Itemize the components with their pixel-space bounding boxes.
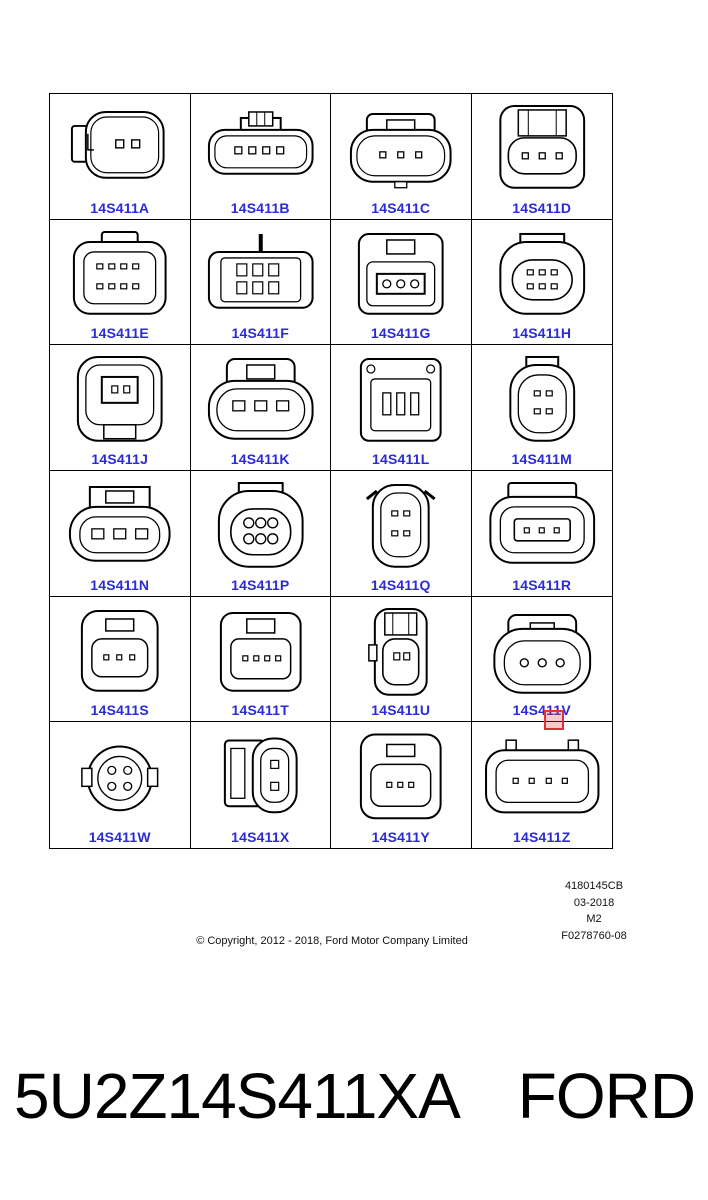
connector-label: 14S411Z [513, 828, 571, 845]
connector-label: 14S411Y [371, 828, 430, 845]
connector-cell-z[interactable]: 14S411Z [472, 722, 613, 848]
connector-r-icon [488, 481, 595, 564]
connector-cell-v[interactable]: 14S411V [471, 597, 612, 723]
connector-cell-c[interactable]: 14S411C [331, 94, 472, 220]
connector-label: 14S411H [512, 325, 572, 342]
connector-k-icon [207, 358, 314, 441]
connector-h-icon [498, 232, 585, 315]
connector-label: 14S411K [230, 450, 290, 467]
connector-label: 14S411B [230, 199, 290, 216]
connector-w-icon [81, 745, 159, 812]
connector-u-icon [368, 607, 428, 696]
connector-label: 14S411N [90, 576, 150, 593]
connector-label: 14S411W [88, 828, 151, 845]
connector-q-icon [365, 483, 436, 568]
connector-label: 14S411S [90, 702, 149, 719]
connector-c-icon [349, 112, 452, 189]
connector-cell-p[interactable]: 14S411P [190, 470, 331, 597]
connector-label: 14S411E [90, 325, 149, 342]
doc-date: 03-2018 [573, 896, 615, 909]
selection-highlight-marker [544, 710, 564, 730]
connector-g-icon [357, 232, 444, 315]
part-number: 5U2Z14S411XA [14, 1060, 461, 1132]
connector-cell-r[interactable]: 14S411R [471, 471, 612, 597]
document-info: 4180145CB 03-2018 M2 F0278760-08 [540, 878, 648, 944]
brand-name: FORD [517, 1060, 696, 1132]
connector-cell-d[interactable]: 14S411D [471, 94, 612, 220]
connector-label: 14S411M [511, 450, 573, 467]
doc-reference: F0278760-08 [561, 929, 627, 942]
connector-x-icon [223, 737, 298, 814]
connector-e-icon [72, 230, 167, 315]
connector-label: 14S411Q [370, 576, 431, 593]
connector-cell-m[interactable]: 14S411M [471, 345, 612, 471]
connector-label: 14S411G [370, 325, 431, 342]
connector-cell-g[interactable]: 14S411G [331, 219, 472, 346]
connector-cell-h[interactable]: 14S411H [471, 220, 612, 346]
connector-label: 14S411L [372, 450, 430, 467]
connector-n-icon [68, 485, 171, 562]
connector-label: 14S411C [371, 199, 431, 216]
connector-v-icon [492, 613, 591, 694]
connector-cell-q[interactable]: 14S411Q [331, 470, 472, 597]
connector-y-icon [359, 733, 442, 820]
copyright-notice: © Copyright, 2012 - 2018, Ford Motor Com… [196, 935, 468, 947]
connector-cell-w[interactable]: 14S411W [50, 722, 191, 848]
connector-cell-n[interactable]: 14S411N [50, 470, 191, 597]
connector-cell-t[interactable]: 14S411T [190, 596, 331, 723]
connector-s-icon [80, 609, 159, 692]
connector-f-icon [207, 233, 314, 309]
connector-l-icon [359, 358, 442, 443]
connector-cell-x[interactable]: 14S411X [191, 722, 331, 848]
connector-b-icon [207, 111, 314, 175]
connector-cell-f[interactable]: 14S411F [190, 219, 331, 346]
connector-m-icon [508, 356, 575, 443]
connector-cell-y[interactable]: 14S411Y [331, 722, 472, 848]
connector-label: 14S411A [90, 199, 150, 216]
connector-grid: 14S411A 14S411B 14S411C [49, 93, 613, 849]
connector-label: 14S411P [231, 576, 290, 593]
connector-label: 14S411R [512, 576, 572, 593]
connector-z-icon [484, 739, 599, 814]
connector-label: 14S411U [371, 702, 431, 719]
connector-label: 14S411F [231, 325, 289, 342]
connector-cell-b[interactable]: 14S411B [190, 94, 331, 220]
connector-t-icon [219, 611, 302, 692]
connector-cell-u[interactable]: 14S411U [331, 596, 472, 723]
connector-a-icon [70, 110, 165, 179]
connector-cell-k[interactable]: 14S411K [190, 345, 331, 471]
connector-cell-j[interactable]: 14S411J [50, 345, 191, 471]
connector-label: 14S411X [231, 828, 290, 845]
doc-revision: M2 [586, 913, 602, 925]
connector-label: 14S411V [512, 702, 571, 719]
connector-cell-s[interactable]: 14S411S [50, 596, 191, 723]
connector-label: 14S411T [231, 702, 289, 719]
connector-cell-a[interactable]: 14S411A [50, 94, 191, 220]
connector-p-icon [217, 482, 304, 568]
doc-code: 4180145CB [564, 880, 624, 892]
connector-d-icon [498, 104, 585, 189]
connector-j-icon [76, 356, 163, 443]
connector-label: 14S411J [91, 450, 149, 467]
connector-cell-e[interactable]: 14S411E [50, 219, 191, 346]
connector-cell-l[interactable]: 14S411L [331, 345, 472, 471]
connector-label: 14S411D [512, 199, 572, 216]
